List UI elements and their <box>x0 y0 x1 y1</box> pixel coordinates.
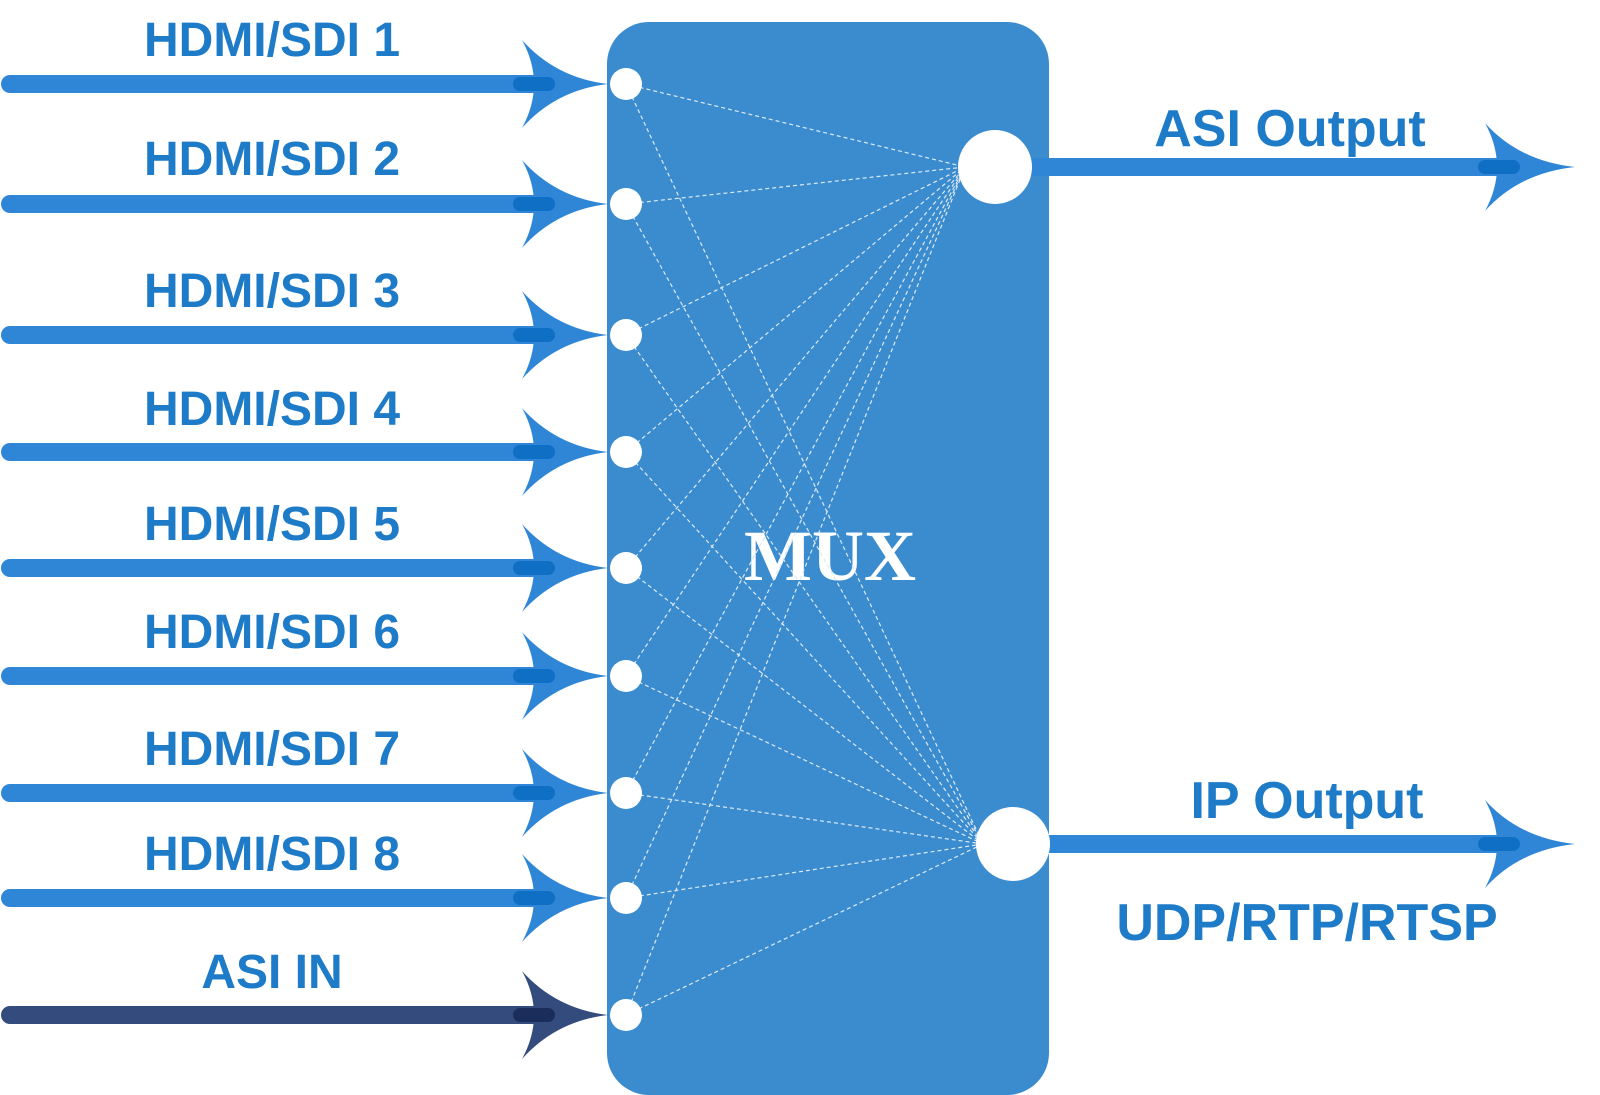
port-node-icon <box>610 660 642 692</box>
input-label: HDMI/SDI 1 <box>144 14 400 67</box>
output-label: IP Output <box>1190 772 1423 830</box>
input-label: ASI IN <box>201 946 342 999</box>
mux-link-in2-844 <box>625 203 984 845</box>
input-in3: HDMI/SDI 3 <box>1 265 642 379</box>
arrowhead-icon <box>522 291 608 379</box>
mux-link-in5-167 <box>625 166 966 569</box>
arrowhead-icon <box>522 160 608 248</box>
arrowhead-icon <box>522 854 608 942</box>
mux-link-in1-167 <box>625 83 966 168</box>
input-label: HDMI/SDI 4 <box>144 383 400 436</box>
mux-link-in4-167 <box>625 166 966 453</box>
port-node-icon <box>610 436 642 468</box>
arrowhead-icon <box>522 749 608 837</box>
input-in6: HDMI/SDI 6 <box>1 606 642 720</box>
arrowhead-icon <box>522 408 608 496</box>
internal-links <box>625 83 984 1016</box>
port-node-icon <box>610 552 642 584</box>
input-label: HDMI/SDI 6 <box>144 606 400 659</box>
mux-link-in3-167 <box>625 166 966 336</box>
port-node-icon <box>610 777 642 809</box>
arrowhead-icon <box>522 632 608 720</box>
port-node-icon <box>610 882 642 914</box>
mux-link-in4-844 <box>625 451 984 845</box>
port-node-icon <box>610 319 642 351</box>
input-in7: HDMI/SDI 7 <box>1 723 642 837</box>
arrowhead-icon <box>522 524 608 612</box>
mux-link-asi-844 <box>625 843 984 1016</box>
input-in1: HDMI/SDI 1 <box>1 14 642 128</box>
input-in4: HDMI/SDI 4 <box>1 383 642 496</box>
output-label: ASI Output <box>1154 100 1426 158</box>
mux-link-in2-167 <box>625 166 966 205</box>
arrowhead-icon <box>522 971 608 1059</box>
mux-link-in8-167 <box>625 166 966 899</box>
input-label: HDMI/SDI 8 <box>144 828 400 881</box>
arrowhead-icon <box>522 40 608 128</box>
input-label: HDMI/SDI 2 <box>144 133 400 186</box>
output-asi_out: ASI Output <box>958 100 1575 211</box>
input-label: HDMI/SDI 3 <box>144 265 400 318</box>
arrowhead-icon <box>1485 123 1575 211</box>
port-node-icon <box>610 188 642 220</box>
mux-link-in6-844 <box>625 675 984 845</box>
mux-link-in3-844 <box>625 334 984 845</box>
mux-label: MUX <box>744 516 916 596</box>
input-in5: HDMI/SDI 5 <box>1 498 642 612</box>
arrowhead-icon <box>1485 800 1575 888</box>
mux-link-in6-167 <box>625 166 966 677</box>
input-label: HDMI/SDI 7 <box>144 723 400 776</box>
input-ports: HDMI/SDI 1 HDMI/SDI 2 HDMI/SDI 3 HDMI/SDI 4… <box>1 14 642 1059</box>
port-node-icon <box>610 999 642 1031</box>
mux-link-asi-167 <box>625 166 966 1016</box>
port-node-icon <box>610 68 642 100</box>
output-node-icon <box>958 130 1032 204</box>
output-node-icon <box>976 807 1050 881</box>
mux-link-in5-844 <box>625 567 984 845</box>
input-label: HDMI/SDI 5 <box>144 498 400 551</box>
input-in8: HDMI/SDI 8 <box>1 828 642 942</box>
output-sublabel: UDP/RTP/RTSP <box>1116 894 1497 952</box>
input-in2: HDMI/SDI 2 <box>1 133 642 248</box>
input-asi: ASI IN <box>1 946 642 1059</box>
